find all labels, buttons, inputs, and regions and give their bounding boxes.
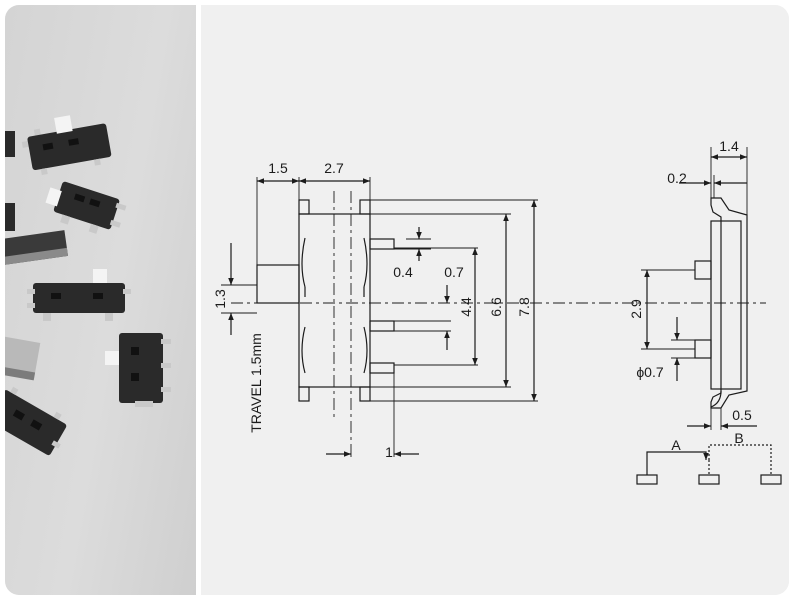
switch-photo-illustration xyxy=(5,115,171,456)
dim-label-0-5: 0.5 xyxy=(732,407,752,423)
switch-photo-item xyxy=(5,230,68,265)
circuit-pad xyxy=(698,474,720,485)
dim-label-0-7: 0.7 xyxy=(444,264,464,280)
switch-photo-item xyxy=(5,335,41,381)
switch-photo-item xyxy=(45,181,127,234)
switch-photo-item xyxy=(5,386,67,456)
dimension-drawing: 1.5 2.7 1.3 TRAVEL 1.5mm 0.4 0.7 4.4 6.6… xyxy=(201,5,789,595)
side-pin xyxy=(369,320,395,332)
dim-label-4-4: 4.4 xyxy=(458,297,474,317)
terminal-pad xyxy=(298,199,310,215)
dim-label-0-2: 0.2 xyxy=(667,170,687,186)
switch-photo-item xyxy=(27,269,131,321)
circuit-line-a xyxy=(646,451,709,475)
dim-label-6-6: 6.6 xyxy=(488,297,504,317)
circuit-pad xyxy=(636,474,658,485)
dim-label-0-4: 0.4 xyxy=(393,264,413,280)
circuit-label-b: B xyxy=(734,430,743,446)
dim-label-phi-0-7: ϕ0.7 xyxy=(636,364,664,380)
switch-photo-item xyxy=(21,115,112,176)
side-body xyxy=(710,220,742,390)
front-view xyxy=(221,177,766,457)
panel-divider xyxy=(196,5,201,595)
switch-photo-item xyxy=(5,131,15,157)
circuit-pad xyxy=(760,474,782,485)
circuit-label-a: A xyxy=(671,437,681,453)
circuit-line-b xyxy=(708,444,772,475)
side-view xyxy=(641,147,757,430)
terminal-pad xyxy=(359,386,371,402)
contact-arc xyxy=(301,326,306,374)
dim-label-1-3: 1.3 xyxy=(212,289,228,309)
dim-label-7-8: 7.8 xyxy=(516,297,532,317)
switch-photo-item xyxy=(105,333,171,407)
dim-label-2-7: 2.7 xyxy=(324,160,344,176)
side-view-pin xyxy=(694,260,712,280)
product-photo xyxy=(5,5,196,595)
dimension-drawing-svg: 1.5 2.7 1.3 TRAVEL 1.5mm 0.4 0.7 4.4 6.6… xyxy=(212,138,782,485)
actuator-outline xyxy=(256,264,300,304)
switch-photo-item xyxy=(5,203,15,231)
contact-arc xyxy=(301,237,306,288)
side-foot xyxy=(710,390,722,408)
travel-label: TRAVEL 1.5mm xyxy=(248,333,264,433)
dimension-labels: 1.5 2.7 1.3 TRAVEL 1.5mm 0.4 0.7 4.4 6.6… xyxy=(212,138,752,460)
switch-body-outline xyxy=(298,213,371,388)
dim-label-1: 1 xyxy=(385,444,393,460)
contact-arc xyxy=(363,326,368,374)
dim-label-1-4: 1.4 xyxy=(719,138,739,154)
dim-label-1-5: 1.5 xyxy=(268,160,288,176)
contact-arc xyxy=(363,237,368,288)
product-image-frame: 1.5 2.7 1.3 TRAVEL 1.5mm 0.4 0.7 4.4 6.6… xyxy=(5,5,789,595)
side-pin xyxy=(369,238,395,250)
dim-label-2-9: 2.9 xyxy=(628,299,644,319)
terminal-pad xyxy=(298,386,310,402)
circuit-diagram xyxy=(636,444,782,485)
side-view-pin xyxy=(694,339,712,359)
side-pin xyxy=(369,362,395,374)
terminal-pad xyxy=(359,199,371,215)
